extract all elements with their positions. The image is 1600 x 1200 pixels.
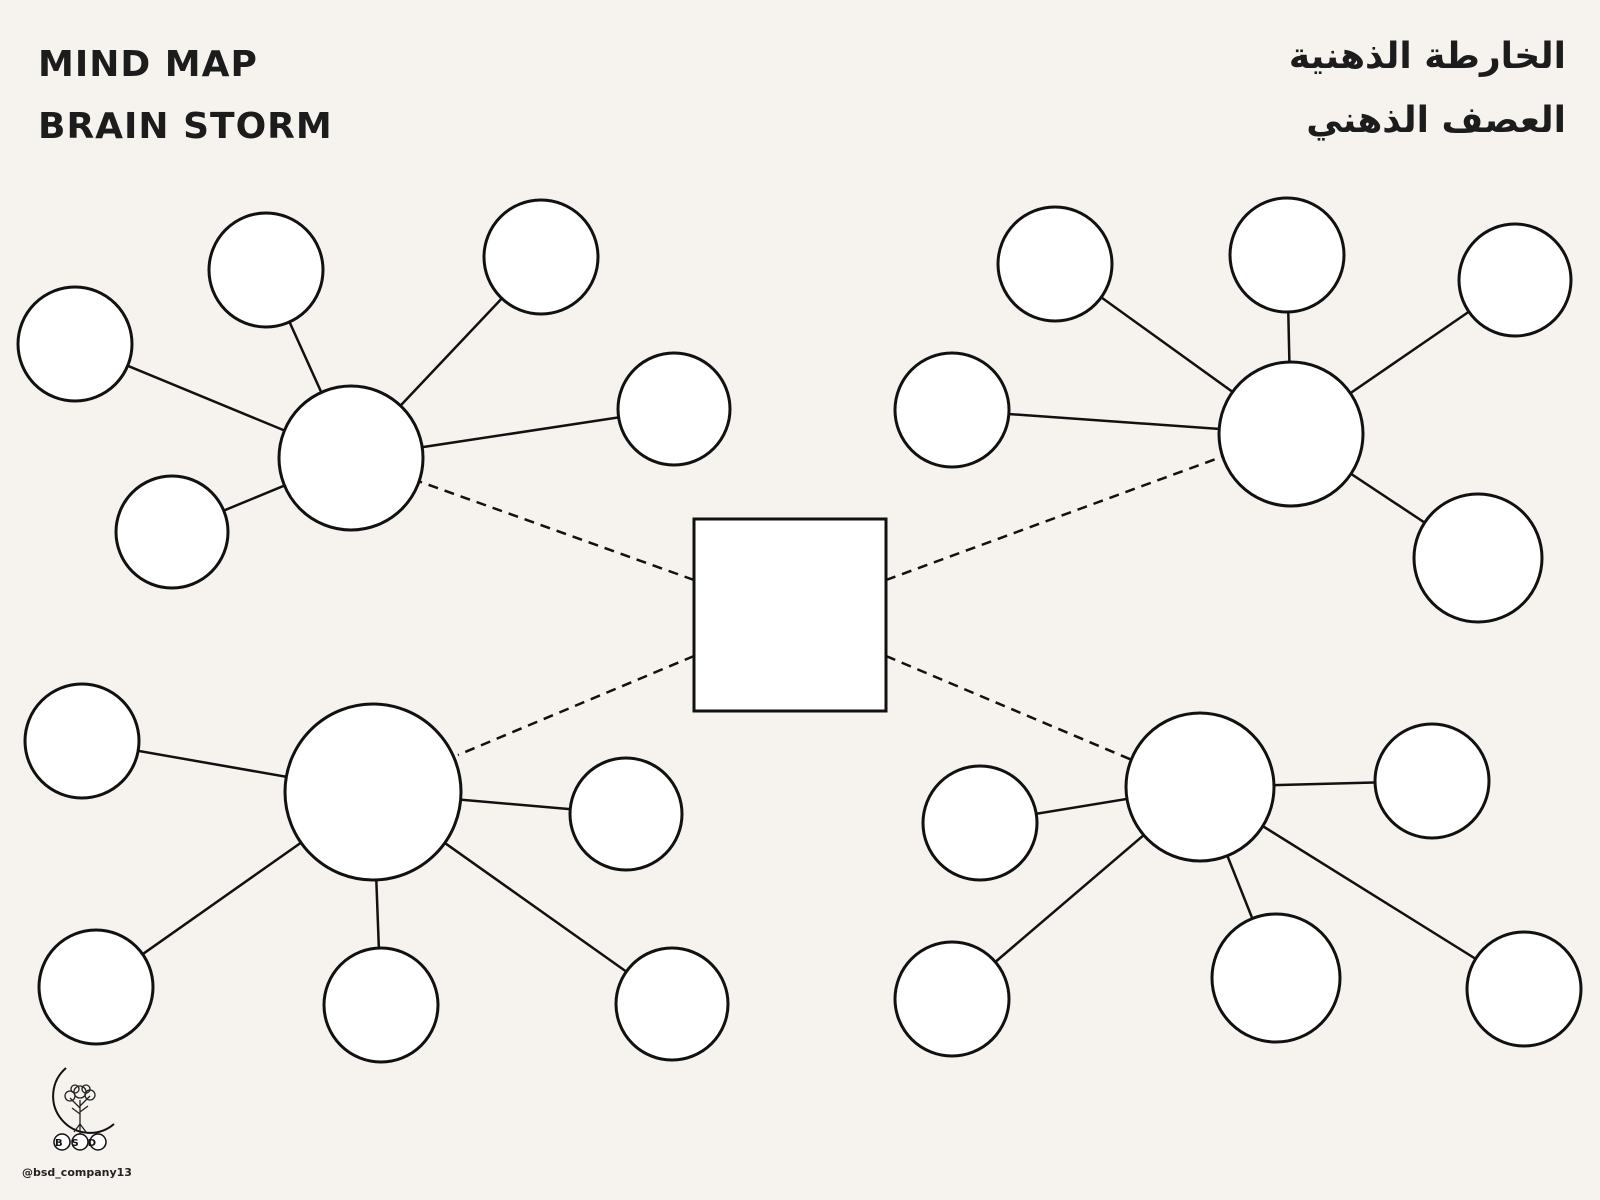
leaf-node[interactable] [996, 205, 1114, 323]
title-arabic-mind-map: الخارطة الذهنية [1288, 36, 1566, 77]
leaf-node[interactable] [1457, 222, 1573, 338]
leaf-node[interactable] [921, 764, 1039, 882]
central-topic-box[interactable] [692, 517, 888, 713]
logo-text: BSD [55, 1138, 105, 1149]
leaf-node[interactable] [1228, 196, 1346, 314]
dashed-connector-bottom-left [457, 654, 695, 757]
leaf-node[interactable] [614, 946, 730, 1062]
dashed-connector-top-right [885, 454, 1225, 582]
leaf-node[interactable] [1210, 912, 1342, 1044]
title-brain-storm: BRAIN STORM [38, 106, 333, 147]
leaf-node[interactable] [207, 211, 325, 329]
leaf-node[interactable] [893, 351, 1011, 469]
leaf-node[interactable] [322, 946, 440, 1064]
leaf-node[interactable] [1465, 930, 1583, 1048]
dashed-connector-top-left [417, 479, 695, 582]
leaf-node[interactable] [568, 756, 684, 872]
leaf-node[interactable] [114, 474, 230, 590]
social-handle: @bsd_company13 [22, 1166, 132, 1179]
hub-node-bottom-right[interactable] [1124, 711, 1276, 863]
dashed-connector-bottom-right [885, 654, 1133, 762]
leaf-node[interactable] [37, 928, 155, 1046]
leaf-node[interactable] [23, 682, 141, 800]
leaf-node[interactable] [16, 285, 134, 403]
leaf-node[interactable] [1412, 492, 1544, 624]
leaf-node[interactable] [1373, 722, 1491, 840]
leaf-node[interactable] [893, 940, 1011, 1058]
bsd-logo: BSD [52, 1067, 115, 1151]
leaf-node[interactable] [482, 198, 600, 316]
hub-node-bottom-left[interactable] [283, 702, 463, 882]
hub-node-top-left[interactable] [277, 384, 425, 532]
tree-icon [64, 1084, 96, 1134]
hub-node-top-right[interactable] [1217, 360, 1365, 508]
title-mind-map: MIND MAP [38, 44, 258, 85]
title-arabic-brainstorm: العصف الذهني [1306, 100, 1566, 141]
leaf-node[interactable] [616, 351, 732, 467]
